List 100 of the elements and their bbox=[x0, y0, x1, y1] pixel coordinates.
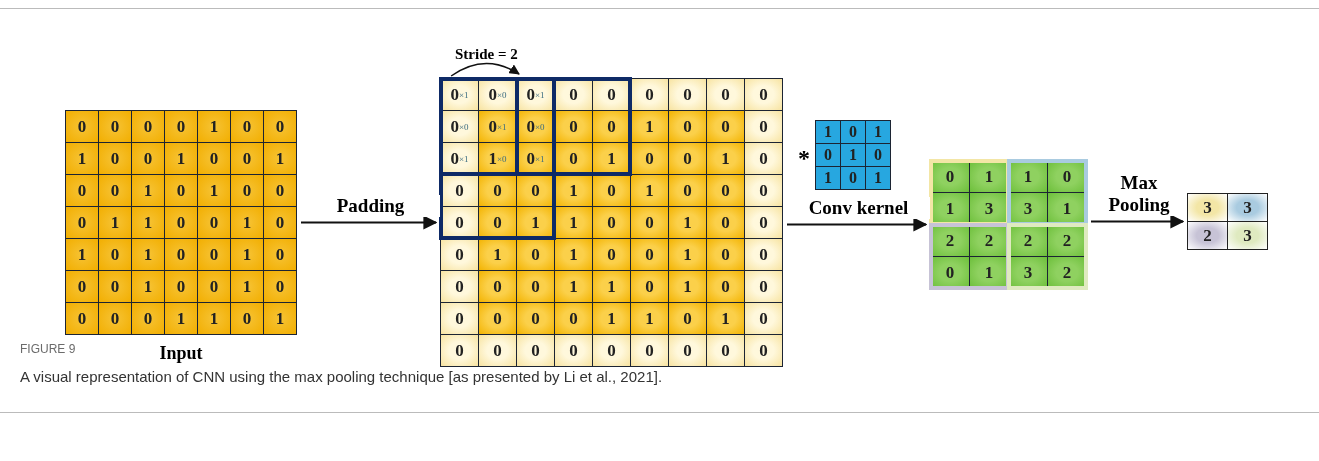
grid-cell: 0 bbox=[479, 175, 516, 206]
grid-title: Input bbox=[159, 343, 203, 363]
grid-cell: 0 bbox=[745, 303, 782, 334]
grid-cell: 0 bbox=[231, 175, 263, 206]
stride-label: Stride = 2 bbox=[455, 46, 518, 63]
grid-cell: 0 bbox=[631, 79, 668, 110]
grid-cell: 0 bbox=[669, 111, 706, 142]
grid-cell: 0 bbox=[441, 239, 478, 270]
grid-cell: 0 bbox=[866, 144, 890, 166]
grid-cell: 0 bbox=[745, 79, 782, 110]
grid-cell: 0 bbox=[99, 111, 131, 142]
grid-cell: 0 bbox=[841, 121, 865, 143]
grid-cell: 0 bbox=[198, 271, 230, 302]
grid-cell: 0 bbox=[479, 303, 516, 334]
grid-cell: 0 bbox=[231, 111, 263, 142]
grid-cell: 1 bbox=[555, 271, 592, 302]
grid-cell: 1 bbox=[132, 175, 164, 206]
grid-cell: 0 bbox=[132, 303, 164, 334]
grid-cell: 0 bbox=[707, 239, 744, 270]
grid-cell: 3 bbox=[1188, 194, 1227, 221]
grid-cell: 1 bbox=[198, 303, 230, 334]
grid-cell: 1 bbox=[816, 121, 840, 143]
grid-cell: 0 bbox=[555, 335, 592, 366]
grid-cell: 0 bbox=[99, 303, 131, 334]
grid-cell: 1 bbox=[631, 175, 668, 206]
pooled-grid bbox=[1187, 193, 1268, 250]
grid-cell: 0 bbox=[669, 335, 706, 366]
grid-cell: 0 bbox=[517, 271, 554, 302]
grid-cell: 0 bbox=[165, 175, 197, 206]
grid-cell: 0 bbox=[593, 111, 630, 142]
grid-cell: 0 bbox=[165, 239, 197, 270]
grid-cell: 0 bbox=[441, 271, 478, 302]
grid-cell: 0 bbox=[198, 207, 230, 238]
grid-cell: 0 bbox=[745, 175, 782, 206]
grid-cell: 0 bbox=[231, 303, 263, 334]
grid-cell: 0 bbox=[707, 271, 744, 302]
grid-cell: 0 bbox=[517, 239, 554, 270]
grid-cell: 1 bbox=[631, 303, 668, 334]
grid-cell: 0 bbox=[745, 111, 782, 142]
grid-cell: 1 bbox=[231, 271, 263, 302]
grid-cell: 0 bbox=[669, 175, 706, 206]
grid-cell: 0 bbox=[99, 239, 131, 270]
grid-cell: 1 bbox=[593, 303, 630, 334]
grid-cell: 0 bbox=[198, 143, 230, 174]
grid-cell: 1 bbox=[132, 271, 164, 302]
grid-cell: 1 bbox=[707, 303, 744, 334]
grid-cell: 0 bbox=[165, 111, 197, 142]
grid-cell: 0 bbox=[517, 335, 554, 366]
grid-cell: 0 bbox=[66, 271, 98, 302]
grid-cell: 1 bbox=[264, 303, 296, 334]
grid-cell: 3 bbox=[1228, 222, 1267, 249]
grid-cell: 0 bbox=[631, 143, 668, 174]
padded-grid bbox=[440, 78, 783, 367]
arrow bbox=[786, 217, 928, 232]
grid-cell: 1 bbox=[231, 239, 263, 270]
grid-cell: 0 bbox=[593, 335, 630, 366]
grid-cell: 0 bbox=[479, 335, 516, 366]
grid-cell: 0 bbox=[66, 207, 98, 238]
grid-cell: 0 bbox=[198, 239, 230, 270]
grid-cell: 0 bbox=[631, 335, 668, 366]
grid-cell: 0 bbox=[441, 303, 478, 334]
grid-cell: 0 bbox=[66, 111, 98, 142]
grid-cell: 0 bbox=[264, 271, 296, 302]
grid-cell: 0 bbox=[593, 207, 630, 238]
grid-cell: 0 bbox=[707, 175, 744, 206]
grid-cell: 0 bbox=[707, 79, 744, 110]
grid-cell: 0 bbox=[66, 303, 98, 334]
grid-cell: 0 bbox=[593, 175, 630, 206]
grid-cell: 1 bbox=[555, 239, 592, 270]
grid-cell: 3 bbox=[1228, 194, 1267, 221]
grid-cell: 1 bbox=[165, 143, 197, 174]
grid-cell: 0 bbox=[479, 271, 516, 302]
grid-cell: 0 bbox=[745, 143, 782, 174]
grid-cell: 0 bbox=[165, 207, 197, 238]
grid-cell: 0 bbox=[555, 111, 592, 142]
grid-cell: 1 bbox=[631, 111, 668, 142]
grid-cell: 1 bbox=[816, 167, 840, 189]
kernel-grid bbox=[815, 120, 891, 190]
grid-cell: 1 bbox=[231, 207, 263, 238]
grid-cell: 0 bbox=[707, 207, 744, 238]
grid-cell: 0 bbox=[99, 271, 131, 302]
grid-cell: 0 bbox=[132, 143, 164, 174]
grid-cell: 1 bbox=[669, 239, 706, 270]
grid-cell: 1 bbox=[66, 239, 98, 270]
grid-cell: 0 bbox=[479, 207, 516, 238]
grid-cell: 0 bbox=[264, 239, 296, 270]
grid-cell: 1 bbox=[669, 271, 706, 302]
grid-cell: 0 bbox=[745, 239, 782, 270]
grid-cell: 0 bbox=[631, 239, 668, 270]
arrow bbox=[300, 215, 438, 230]
grid-cell: 0 bbox=[264, 207, 296, 238]
grid-cell: 0 bbox=[517, 303, 554, 334]
grid-cell: 1 bbox=[841, 144, 865, 166]
grid-cell: 1 bbox=[66, 143, 98, 174]
grid-cell: 2 bbox=[1188, 222, 1227, 249]
grid-cell: 1 bbox=[198, 175, 230, 206]
grid-cell: 0 bbox=[631, 207, 668, 238]
grid-cell: 1 bbox=[264, 143, 296, 174]
grid-cell: 0 bbox=[669, 303, 706, 334]
grid-cell: 0 bbox=[132, 111, 164, 142]
